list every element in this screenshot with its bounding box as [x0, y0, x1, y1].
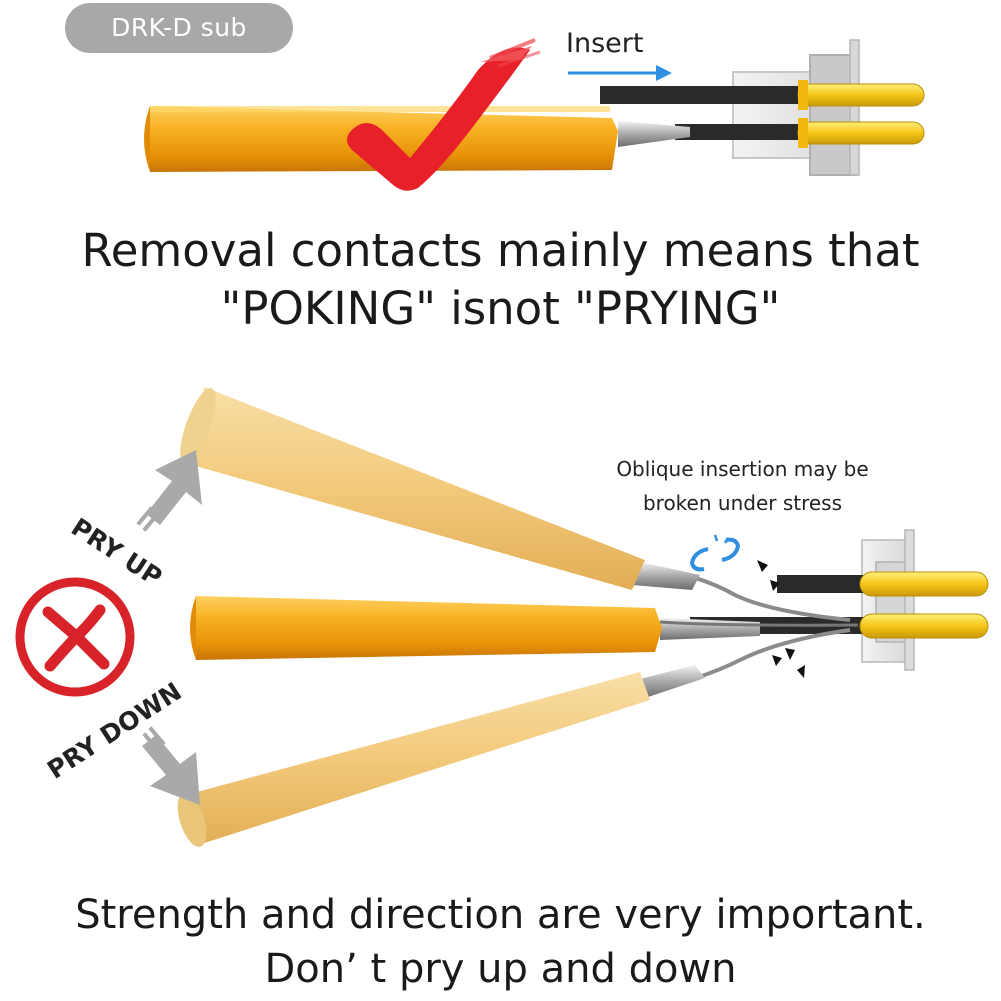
- insert-arrow-icon: [568, 65, 672, 81]
- cross-circle-icon: [15, 577, 135, 697]
- footer-text: Strength and direction are very importan…: [0, 888, 1001, 996]
- headline-line-2: "POKING" isnot "PRYING": [220, 282, 781, 335]
- contact-pins-bottom: [859, 571, 989, 639]
- tool-pry-up: [180, 387, 851, 622]
- top-diagram: [144, 38, 925, 191]
- tool-middle: [190, 596, 859, 660]
- bottom-diagram: [15, 387, 989, 847]
- warning-note: Oblique insertion may be broken under st…: [580, 452, 905, 520]
- broken-link-icon: [689, 534, 741, 572]
- footer-line-1: Strength and direction are very importan…: [75, 892, 926, 938]
- arrow-down-icon: [142, 726, 200, 805]
- wire-upper: [600, 86, 800, 104]
- footer-line-2: Don’ t pry up and down: [264, 946, 737, 992]
- connector-housing-bottom: [861, 529, 915, 671]
- arrow-up-icon: [136, 450, 202, 532]
- headline-line-1: Removal contacts mainly means that: [81, 224, 920, 277]
- connector-housing-top: [732, 39, 860, 176]
- contact-pins-top: [797, 80, 925, 148]
- wire-upper-bottom: [777, 575, 867, 593]
- warning-note-line-1: Oblique insertion may be: [616, 457, 869, 481]
- stress-marks: [757, 560, 805, 678]
- check-mark-icon: [346, 38, 541, 191]
- main-headline: Removal contacts mainly means that "POKI…: [0, 222, 1001, 338]
- wire-lower: [675, 124, 803, 140]
- insert-label: Insert: [566, 28, 644, 59]
- tool-pry-down: [177, 628, 851, 847]
- connector-type-badge: DRK-D sub: [65, 3, 293, 53]
- warning-note-line-2: broken under stress: [642, 491, 843, 515]
